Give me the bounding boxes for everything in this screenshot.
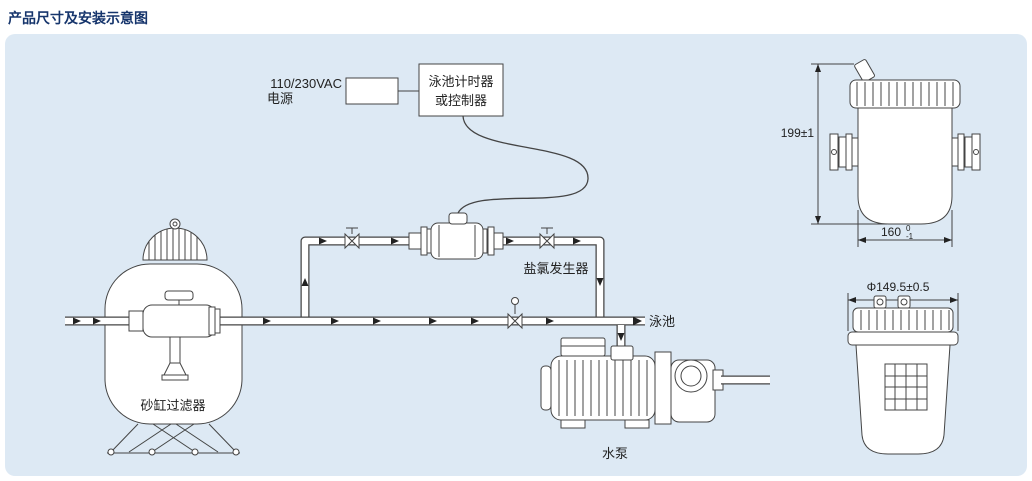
front-view-flange xyxy=(847,331,959,346)
page-title: 产品尺寸及安装示意图 xyxy=(8,10,148,26)
chlorinator-label: 盐氯发生器 xyxy=(523,261,588,276)
power-label-line2: 电源 xyxy=(267,91,293,106)
height-dimension-text: 199±1 xyxy=(781,126,815,140)
side-view-body xyxy=(857,107,953,225)
sand-filter-label: 砂缸过滤器 xyxy=(140,398,205,413)
pool-flow-arrow xyxy=(633,316,642,326)
flow-arrows xyxy=(73,237,642,341)
controller-box xyxy=(418,63,504,117)
diameter-dimension-text: Φ149.5±0.5 xyxy=(867,280,930,294)
top-port-right xyxy=(897,295,911,309)
installation-diagram: 110/230VAC 电源 泳池计时器 或控制器 盐氯发生器 砂缸过滤器 水泵 … xyxy=(65,59,981,461)
width-dimension-text: 160 xyxy=(881,225,901,239)
pump-inlet-elbow xyxy=(610,345,634,361)
controller-to-cell-cable xyxy=(457,115,589,214)
riser-down-arrow xyxy=(596,278,604,286)
diagram-panel: 110/230VAC 电源 泳池计时器 或控制器 盐氯发生器 砂缸过滤器 水泵 … xyxy=(5,34,1027,476)
water-pump xyxy=(540,337,724,429)
front-view-cap-ring xyxy=(852,307,954,333)
bypass-valve-left xyxy=(344,227,360,250)
pump-rear-cap xyxy=(540,365,552,411)
width-tol-upper: 0 xyxy=(906,224,911,233)
vent-grid xyxy=(884,363,928,411)
width-tol-lower: -1 xyxy=(906,232,914,241)
filter-cap-knob xyxy=(169,218,181,230)
pump-junction-box xyxy=(560,337,606,357)
filter-multiport-valve xyxy=(128,290,221,381)
filter-dome-ribs xyxy=(148,228,198,260)
riser-up-arrow xyxy=(301,278,309,286)
pump-foot-right xyxy=(624,419,650,429)
multiport-valve-body xyxy=(142,304,216,338)
pump-motor-ribs xyxy=(558,360,648,416)
filter-inlet-union xyxy=(128,310,144,332)
power-label-line1: 110/230VAC xyxy=(270,76,342,91)
pool-controller: 泳池计时器 或控制器 xyxy=(418,63,504,117)
cell-terminal-cap xyxy=(448,212,468,225)
filter-drain-pipe xyxy=(169,336,181,364)
pump-inlet-arrow xyxy=(617,333,625,341)
bypass-valve-right xyxy=(539,227,555,250)
controller-label-line1: 泳池计时器 xyxy=(428,74,493,89)
cable-gland xyxy=(854,59,875,83)
power-supply: 110/230VAC 电源 xyxy=(267,76,399,106)
front-view-drawing: Φ149.5±0.5 xyxy=(847,280,959,455)
side-view-drawing: 199±1 160 0 -1 xyxy=(781,59,981,247)
cap-ring-ribs xyxy=(856,82,954,106)
filter-stand xyxy=(107,423,240,456)
pump-bracket xyxy=(654,351,672,425)
width-dimension: 160 0 -1 xyxy=(857,210,953,247)
controller-label-line2: 或控制器 xyxy=(435,93,487,108)
cell-union-left xyxy=(408,232,422,250)
top-port-left xyxy=(873,295,887,309)
height-dimension: 199±1 xyxy=(781,63,887,225)
pump-label: 水泵 xyxy=(602,446,628,461)
pool-label: 泳池 xyxy=(649,314,675,329)
valve-handle xyxy=(164,290,194,301)
main-line-valve xyxy=(507,297,523,330)
power-supply-box xyxy=(345,77,399,105)
pump-strainer-lid xyxy=(674,359,708,393)
front-cap-ribs xyxy=(860,310,950,330)
salt-chlorinator-cell xyxy=(408,212,504,260)
side-flange-right xyxy=(951,133,981,171)
side-flange-left xyxy=(829,133,859,171)
pump-foot-left xyxy=(560,419,586,429)
